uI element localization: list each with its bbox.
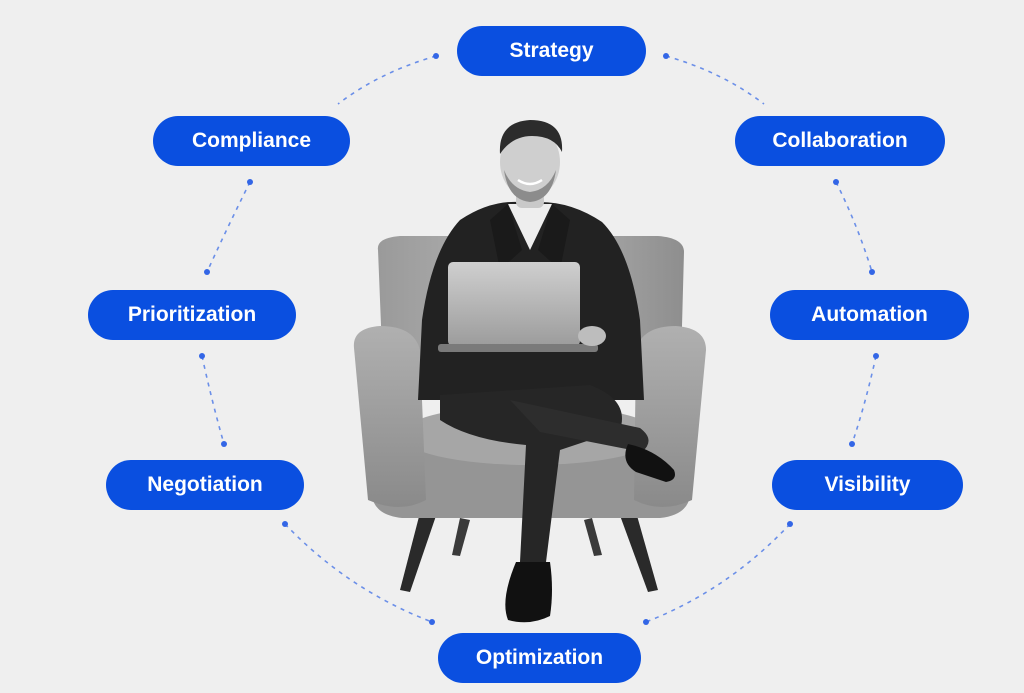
head [500, 126, 560, 198]
connector-dot [429, 619, 435, 625]
strategy-label: Strategy [509, 39, 594, 62]
optimization-pill: Optimization [438, 633, 641, 683]
automation-label: Automation [811, 303, 928, 326]
connector-dot [204, 269, 210, 275]
connector-dot [833, 179, 839, 185]
connector-dot [247, 179, 253, 185]
laptop [438, 262, 598, 352]
connector-visibility-optimization [645, 523, 791, 623]
optimization-label: Optimization [475, 646, 604, 669]
visibility-label: Visibility [824, 473, 911, 496]
automation-pill: Automation [770, 290, 969, 340]
chair-legs [400, 505, 658, 592]
connector-dot [663, 53, 669, 59]
connector-prioritization-negotiation [201, 355, 225, 445]
negotiation-pill: Negotiation [106, 460, 304, 510]
connector-dot [869, 269, 875, 275]
prioritization-pill: Prioritization [88, 290, 296, 340]
collaboration-label: Collaboration [772, 129, 908, 152]
negotiation-label: Negotiation [147, 473, 263, 496]
man-in-armchair-illustration [353, 120, 706, 623]
strategy-pill: Strategy [457, 26, 646, 76]
connector-dot [787, 521, 793, 527]
connector-automation-visibility [851, 355, 877, 445]
compliance-label: Compliance [191, 129, 312, 152]
connector-compliance-prioritization [206, 181, 251, 273]
connector-dot [199, 353, 205, 359]
connector-dot [433, 53, 439, 59]
connector-dot [282, 521, 288, 527]
connector-dot [873, 353, 879, 359]
prioritization-label: Prioritization [127, 303, 257, 326]
collaboration-pill: Collaboration [735, 116, 945, 166]
hair [499, 120, 563, 154]
connector-dot [849, 441, 855, 447]
connector-strategy-compliance [337, 55, 437, 105]
connector-negotiation-optimization [284, 523, 433, 623]
visibility-pill: Visibility [772, 460, 963, 510]
connector-dot [221, 441, 227, 447]
connector-collaboration-automation [835, 181, 873, 273]
compliance-pill: Compliance [153, 116, 350, 166]
chair-armrest-left [353, 326, 426, 507]
shoe-right [625, 444, 675, 482]
shoe-left [505, 562, 552, 623]
connector-strategy-collaboration [665, 55, 765, 105]
connector-dot [643, 619, 649, 625]
shirt [508, 204, 552, 250]
hand [578, 326, 606, 346]
